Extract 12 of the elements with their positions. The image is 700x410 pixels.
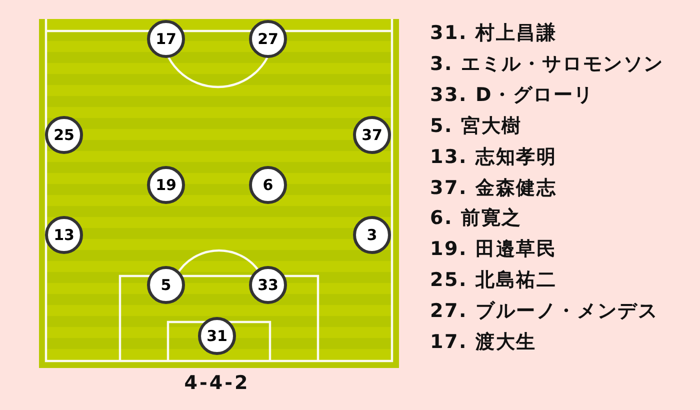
player-list-entry: 19. 田邉草民 — [430, 238, 557, 260]
player-list-entry: 17. 渡大生 — [430, 331, 536, 353]
player-list-entry: 27. ブルーノ・メンデス — [430, 300, 658, 322]
player-list-entry: 33. D・グローリ — [430, 84, 594, 106]
player-list-entry: 3. エミル・サロモンソン — [430, 52, 664, 75]
player-list-entry: 6. 前寛之 — [430, 207, 522, 230]
formation-label: 4-4-2 — [184, 372, 250, 394]
player-list-entry: 37. 金森健志 — [430, 176, 557, 198]
player-list-entry: 31. 村上昌謙 — [430, 22, 557, 44]
player-list-entry: 13. 志知孝明 — [430, 146, 557, 168]
player-list-entry: 25. 北島祐二 — [430, 269, 557, 292]
player-list-entry: 5. 宮大樹 — [430, 114, 522, 137]
